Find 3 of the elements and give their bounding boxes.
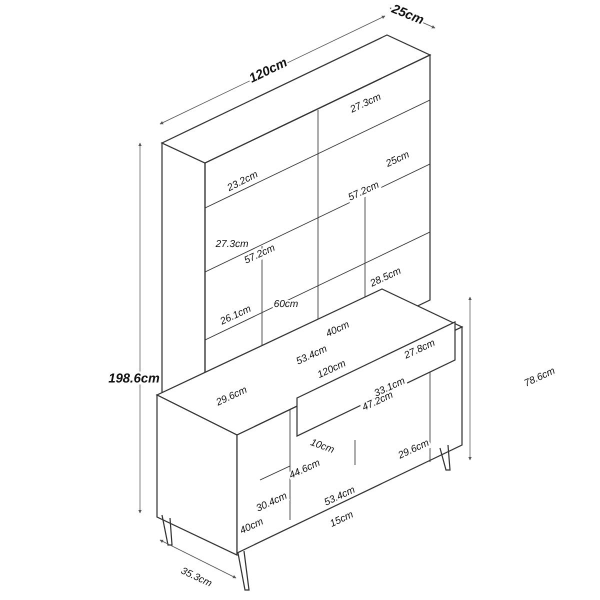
dimension-label: 27.3cm bbox=[214, 240, 250, 250]
dimension-label: 60cm bbox=[272, 300, 300, 310]
dimension-label: 198.6cm bbox=[107, 372, 161, 384]
